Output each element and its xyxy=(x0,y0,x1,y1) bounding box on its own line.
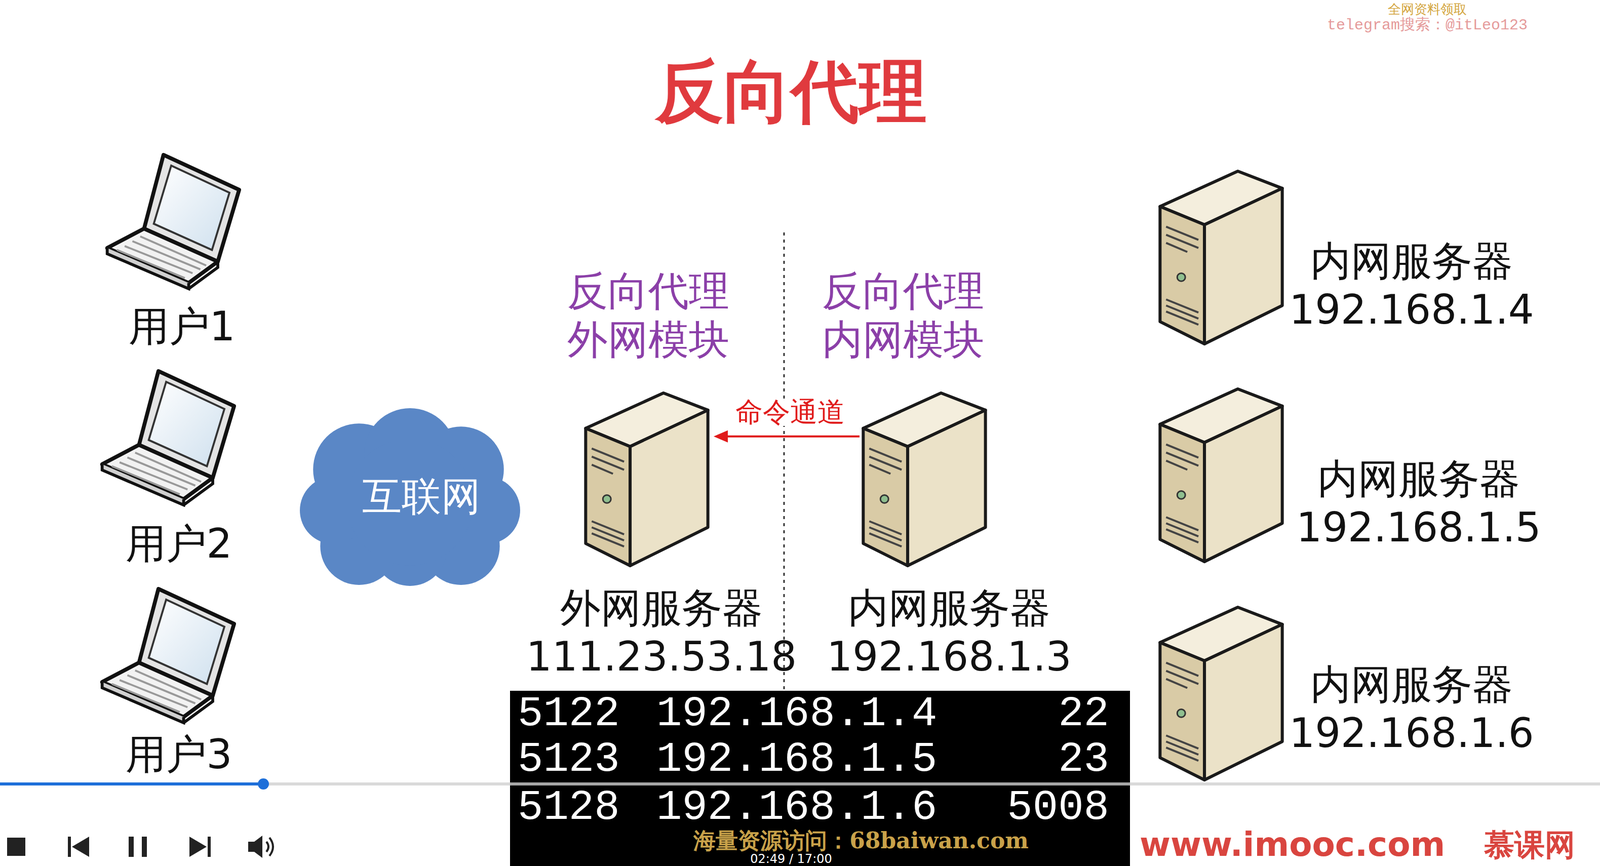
device-node: 内网服务器 192.168.1.5 xyxy=(1156,385,1286,565)
diagram-title: 反向代理 xyxy=(655,57,927,126)
edge-label: 命令通道 xyxy=(732,398,848,426)
terminal-cell: 23 xyxy=(1058,738,1110,782)
progress-fill xyxy=(0,782,264,786)
terminal-cell: 5122 xyxy=(517,692,620,736)
server-icon xyxy=(863,393,986,566)
watermark: telegram搜索：@itLeo123 xyxy=(1327,17,1528,33)
server-icon xyxy=(1159,607,1282,780)
node-label: 内网服务器 192.168.1.3 xyxy=(826,583,1072,682)
node-label: 反向代理 内网模块 xyxy=(822,266,985,365)
terminal-cell: 192.168.1.6 xyxy=(656,786,938,830)
node-label: 外网服务器 111.23.53.18 xyxy=(526,583,797,682)
node-label: 用户3 xyxy=(125,730,233,779)
watermark: www.imooc.com xyxy=(1139,828,1446,862)
node-label: 内网服务器 192.168.1.4 xyxy=(1289,237,1534,335)
server-icon xyxy=(585,393,708,566)
divider-line xyxy=(783,232,786,691)
device-node: 反向代理 内网模块内网服务器 192.168.1.3 xyxy=(859,389,990,569)
arrow-head xyxy=(713,430,728,443)
terminal-cell: 192.168.1.5 xyxy=(656,738,938,782)
terminal-cell: 5008 xyxy=(1006,786,1110,830)
laptop-icon xyxy=(107,154,240,289)
terminal-cell: 5128 xyxy=(517,786,620,830)
terminal-cell: 22 xyxy=(1058,692,1110,736)
watermark: 慕课网 xyxy=(1484,829,1576,861)
watermark: 海量资源访问：68baiwan.com xyxy=(693,829,1029,852)
laptop-icon xyxy=(102,371,235,505)
progress-knob xyxy=(257,778,269,790)
device-node: 反向代理 外网模块外网服务器 111.23.53.18 xyxy=(581,389,712,569)
device-node: 用户3 xyxy=(94,587,240,725)
player-time: 02:49 / 17:00 xyxy=(750,852,833,866)
node-label: 内网服务器 192.168.1.6 xyxy=(1289,660,1534,758)
node-label: 用户2 xyxy=(125,519,233,569)
device-node: 内网服务器 192.168.1.6 xyxy=(1156,604,1286,784)
server-icon xyxy=(1159,171,1282,344)
cloud-node: 互联网 xyxy=(297,408,523,588)
laptop-icon xyxy=(102,589,235,723)
node-label: 用户1 xyxy=(128,302,236,351)
node-label: 反向代理 外网模块 xyxy=(567,266,730,365)
player-controls xyxy=(7,835,273,858)
device-node: 用户1 xyxy=(99,152,245,291)
watermark: 全网资料领取 xyxy=(1387,2,1467,16)
terminal-cell: 5123 xyxy=(517,738,620,782)
node-label: 互联网 xyxy=(362,473,481,521)
command-arrow xyxy=(713,430,860,443)
server-icon xyxy=(1159,388,1282,562)
device-node: 用户2 xyxy=(94,369,240,507)
progress-track xyxy=(0,782,1600,786)
device-node: 内网服务器 192.168.1.4 xyxy=(1156,168,1286,347)
arrow-line xyxy=(727,435,860,438)
terminal-panel xyxy=(510,690,1130,866)
terminal-cell: 192.168.1.4 xyxy=(656,692,938,736)
node-label: 内网服务器 192.168.1.5 xyxy=(1296,454,1541,553)
